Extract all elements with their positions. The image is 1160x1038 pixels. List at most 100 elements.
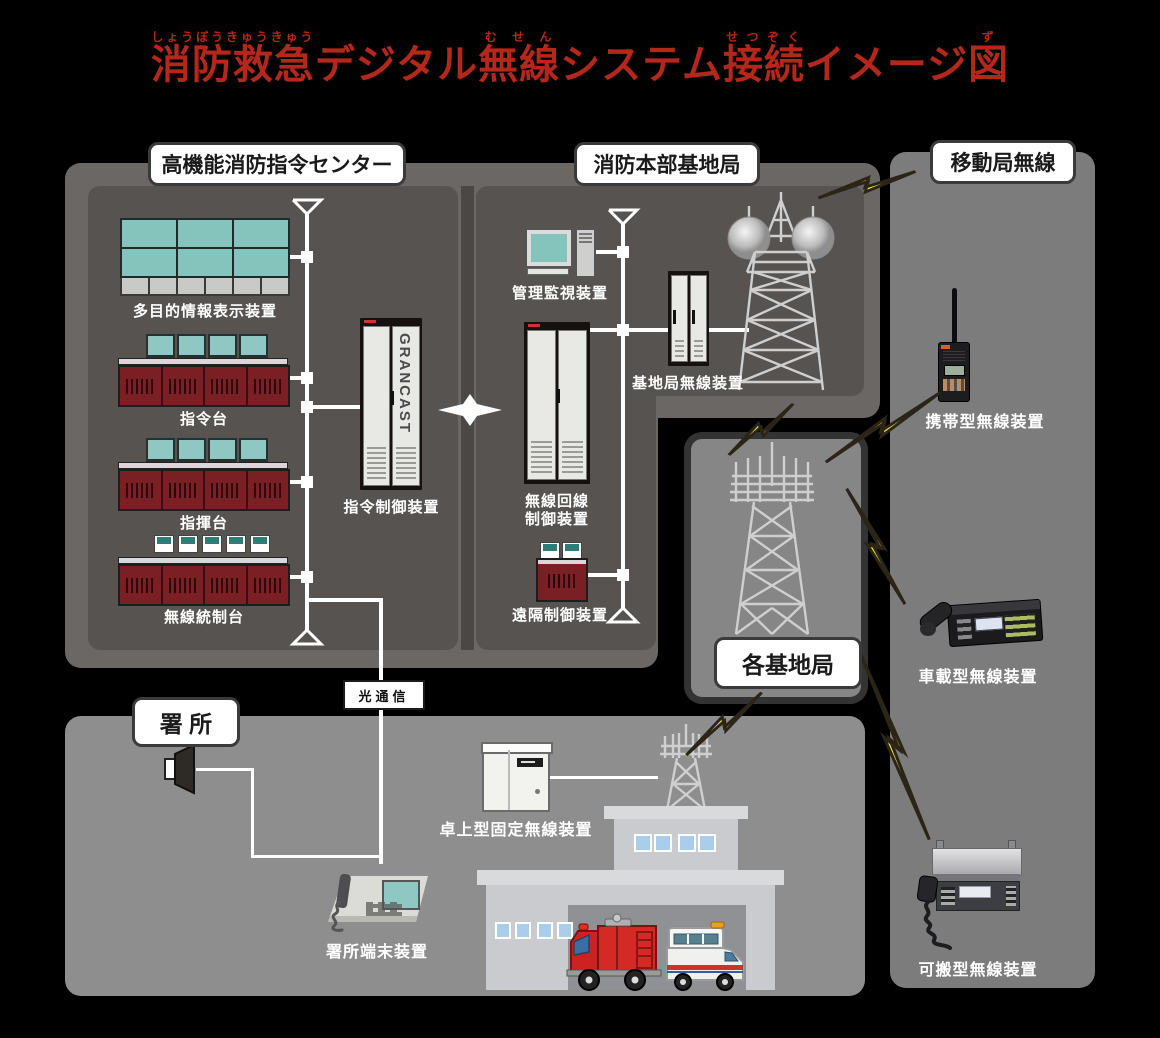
- cabinet-vents: [367, 445, 386, 479]
- radio-door-line: [508, 750, 510, 810]
- monitor: [177, 334, 206, 359]
- radio-bolt-hq-to-base: [726, 387, 796, 472]
- window: [537, 922, 553, 939]
- base-station-radio-cabinet: [668, 271, 709, 366]
- label-optical-link: 光通信: [343, 680, 425, 710]
- phone-keypad: [366, 902, 402, 916]
- label-desktop-fixed-radio: 卓上型固定無線装置: [439, 822, 593, 839]
- title-segment: イメージ: [804, 43, 969, 87]
- console-monitors: [146, 438, 268, 463]
- command-console: [118, 334, 290, 407]
- label-each-base-station: 各基地局: [714, 637, 862, 689]
- connector: [590, 250, 621, 254]
- monitor: [239, 334, 268, 359]
- radio-display-slot: [517, 758, 543, 767]
- bus-node: [301, 571, 313, 583]
- label-vehicle-radio: 車載型無線装置: [918, 669, 1038, 686]
- radio-knob: [535, 789, 540, 794]
- penthouse-wall: [614, 819, 738, 874]
- window: [654, 834, 672, 852]
- label-base-station-radio: 基地局無線装置: [632, 375, 745, 392]
- label-command-center: 高機能消防指令センター: [148, 142, 406, 186]
- connector: [290, 376, 307, 380]
- radio-bolt-to-mobile-station: [817, 141, 918, 228]
- cabinet-door: [671, 275, 688, 362]
- bus-node: [617, 246, 629, 258]
- console-body: [118, 564, 290, 606]
- station-terminal-phone: [324, 858, 436, 934]
- radio-antenna: [952, 288, 957, 346]
- console-segment: [120, 367, 163, 405]
- console-segment: [205, 471, 248, 509]
- cabinet-vents: [562, 439, 583, 473]
- radio-buttons: [941, 887, 955, 905]
- radio-bolt-to-handheld: [824, 367, 943, 488]
- label-command-console: 指令台: [179, 411, 228, 428]
- console-segment: [120, 566, 163, 604]
- fujitsu-logo: [364, 320, 376, 323]
- console-segment: [163, 471, 205, 509]
- ground-symbol-bottom-mid: [605, 606, 641, 624]
- bus-node: [301, 401, 313, 413]
- ground-symbol-bottom-left: [289, 628, 325, 646]
- cabinet-vents: [531, 439, 552, 473]
- connector: [290, 575, 307, 579]
- connector: [290, 255, 307, 259]
- console-segment: [248, 471, 289, 509]
- title-segment: デジタル: [314, 43, 479, 87]
- label-radio-control-console: 無線統制台: [163, 609, 244, 626]
- pc-keyboard: [527, 268, 569, 275]
- penthouse-roof: [604, 806, 748, 819]
- speaker-line: [251, 855, 381, 858]
- station-rooftop-tower: [660, 724, 712, 811]
- connector: [584, 573, 621, 577]
- hq-bus-line: [621, 223, 625, 608]
- console-desktop: [118, 358, 288, 365]
- radio-handset-cup: [920, 622, 936, 636]
- console-desktop: [118, 462, 288, 469]
- display-wall-screens: [120, 218, 290, 278]
- radio-display: [944, 365, 965, 376]
- speaker-line: [196, 768, 254, 771]
- radio-bolt-to-portable: [827, 648, 962, 841]
- command-control-cabinet: GRANCAST: [360, 318, 422, 490]
- main-roof: [477, 870, 784, 885]
- terminal: [250, 535, 270, 553]
- speaker-line: [251, 768, 254, 858]
- label-handheld-radio: 携帯型無線装置: [925, 414, 1045, 431]
- pc-tower: [575, 228, 596, 278]
- antenna-symbol-top-left: [291, 198, 325, 216]
- console-body: [118, 365, 290, 407]
- remote-control-device: [536, 542, 588, 602]
- display-wall-base: [120, 278, 290, 296]
- cabinet-vents: [694, 339, 703, 357]
- console-segment: [205, 566, 248, 604]
- label-command-control: 指令制御装置: [343, 499, 440, 516]
- title-segment: 接続せつぞく: [722, 30, 805, 87]
- connector: [290, 480, 307, 484]
- label-radio-line-control-1: 無線回線: [524, 493, 589, 510]
- window: [495, 922, 511, 939]
- cabinet-door: [690, 275, 707, 362]
- console-segment: [120, 471, 163, 509]
- bus-node: [617, 324, 629, 336]
- hq-radio-tower: [727, 192, 835, 391]
- radio-top: [481, 742, 553, 754]
- remote-control-body: [536, 558, 588, 602]
- radio-bolt-to-station-tower: [684, 674, 765, 774]
- desktop-fixed-radio-device: [481, 742, 553, 812]
- label-portable-radio: 可搬型無線装置: [918, 962, 1038, 979]
- cabinet-handle: [692, 310, 695, 324]
- label-station-terminal: 署所端末装置: [325, 944, 428, 961]
- radio-front-panel: [936, 881, 1020, 911]
- multi-purpose-display-wall: [120, 218, 290, 296]
- handset-cord: [923, 900, 952, 950]
- terminal: [178, 535, 198, 553]
- cabinet-handle: [557, 389, 560, 403]
- console-desktop: [118, 557, 288, 564]
- page-title: 消防救急しょうぼうきゅうきゅうデジタル無線むせんシステム接続せつぞくイメージ図ず: [0, 30, 1160, 90]
- radio-display: [959, 886, 991, 898]
- title-segment: 消防救急しょうぼうきゅうきゅう: [150, 30, 315, 87]
- monitor: [239, 438, 268, 463]
